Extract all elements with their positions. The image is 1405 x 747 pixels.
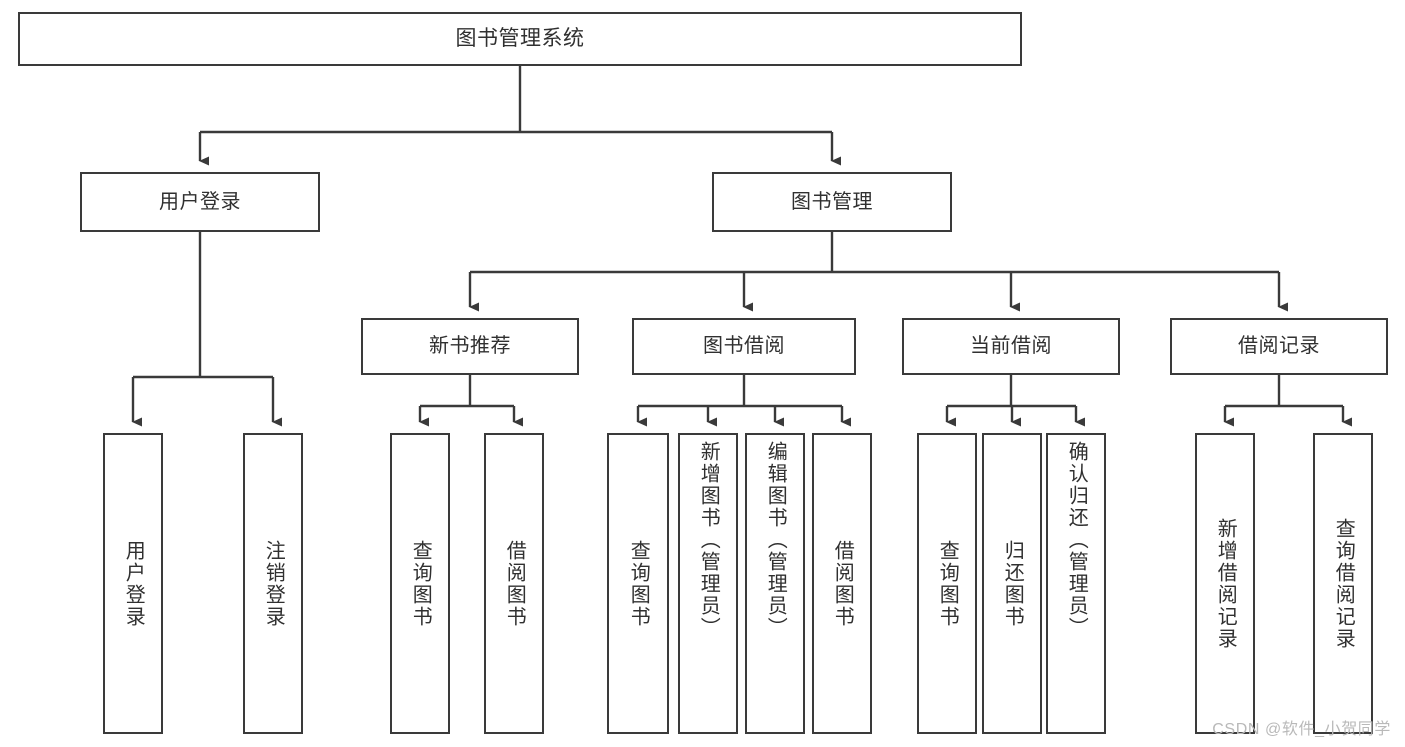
node-leaf-add-record[interactable]: 新增借阅记录 (1195, 433, 1255, 734)
node-book-manage[interactable]: 图书管理 (712, 172, 952, 232)
node-leaf-borrow-book-2[interactable]: 借阅图书 (812, 433, 872, 734)
node-leaf-edit-book[interactable]: 编辑图书（管理员） (745, 433, 805, 734)
node-leaf-query-record[interactable]: 查询借阅记录 (1313, 433, 1373, 734)
node-user-login-label: 用户登录 (159, 190, 241, 213)
csdn-watermark: CSDN @软件_小贺同学 (1212, 721, 1391, 738)
node-leaf-return-book-label: 归还图书 (1001, 539, 1024, 628)
node-book-manage-label: 图书管理 (791, 190, 873, 213)
node-leaf-query-book-2[interactable]: 查询图书 (607, 433, 669, 734)
node-leaf-edit-book-label: 编辑图书（管理员） (764, 441, 787, 639)
node-leaf-confirm-return[interactable]: 确认归还（管理员） (1046, 433, 1106, 734)
node-borrow-record[interactable]: 借阅记录 (1170, 318, 1388, 375)
node-leaf-borrow-book-1-label: 借阅图书 (503, 539, 526, 628)
node-book-borrow-label: 图书借阅 (703, 335, 785, 357)
node-leaf-query-book-1-label: 查询图书 (409, 539, 432, 628)
node-root[interactable]: 图书管理系统 (18, 12, 1022, 66)
node-leaf-query-record-label: 查询借阅记录 (1332, 517, 1355, 650)
node-leaf-logout[interactable]: 注销登录 (243, 433, 303, 734)
node-leaf-add-record-label: 新增借阅记录 (1214, 517, 1237, 650)
node-leaf-add-book-label: 新增图书（管理员） (697, 441, 720, 639)
node-leaf-confirm-return-label: 确认归还（管理员） (1065, 441, 1088, 639)
node-leaf-return-book[interactable]: 归还图书 (982, 433, 1042, 734)
node-borrow-record-label: 借阅记录 (1238, 335, 1320, 357)
node-leaf-borrow-book-2-label: 借阅图书 (831, 539, 854, 628)
node-new-book-rec[interactable]: 新书推荐 (361, 318, 579, 375)
node-current-borrow[interactable]: 当前借阅 (902, 318, 1120, 375)
node-current-borrow-label: 当前借阅 (970, 335, 1052, 357)
node-leaf-query-book-2-label: 查询图书 (627, 539, 650, 628)
node-leaf-query-book-1[interactable]: 查询图书 (390, 433, 450, 734)
node-user-login[interactable]: 用户登录 (80, 172, 320, 232)
node-leaf-user-login[interactable]: 用户登录 (103, 433, 163, 734)
node-leaf-query-book-3-label: 查询图书 (936, 539, 959, 628)
node-leaf-borrow-book-1[interactable]: 借阅图书 (484, 433, 544, 734)
node-root-label: 图书管理系统 (455, 26, 585, 50)
node-leaf-query-book-3[interactable]: 查询图书 (917, 433, 977, 734)
node-new-book-rec-label: 新书推荐 (429, 335, 511, 357)
node-leaf-logout-label: 注销登录 (262, 539, 285, 628)
node-leaf-user-login-label: 用户登录 (122, 539, 145, 628)
node-book-borrow[interactable]: 图书借阅 (632, 318, 856, 375)
node-leaf-add-book[interactable]: 新增图书（管理员） (678, 433, 738, 734)
